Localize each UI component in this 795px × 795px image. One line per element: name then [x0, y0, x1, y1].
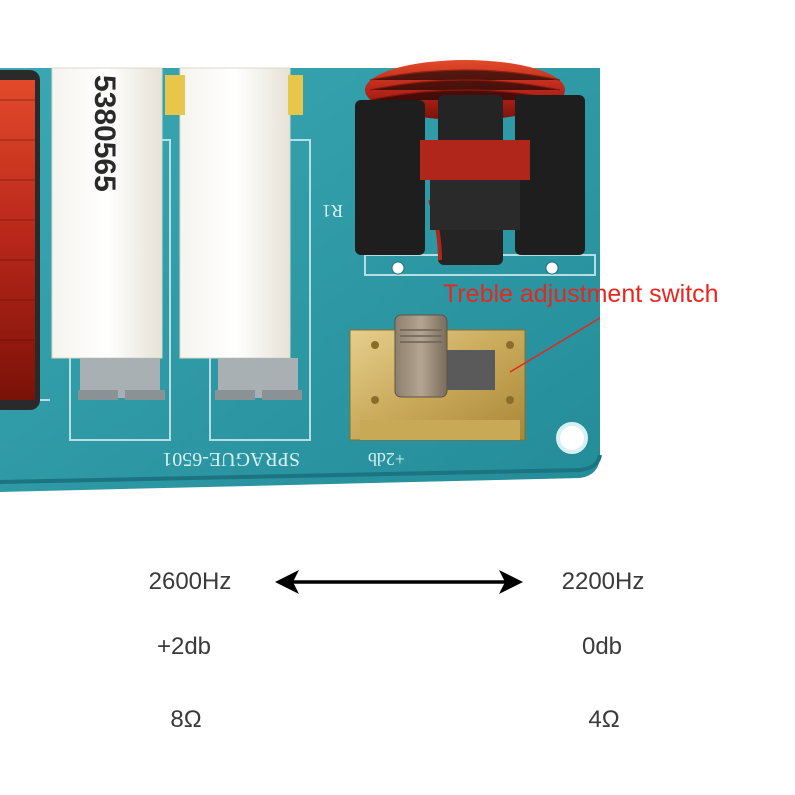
ceramic-resistor-1: 5380565	[51, 67, 165, 400]
right-impedance: 4Ω	[588, 706, 620, 733]
left-frequency: 2600Hz	[148, 568, 232, 595]
crossover-board-photo: 5380565 R1	[0, 60, 719, 492]
left-impedance: 8Ω	[170, 706, 202, 733]
ceramic-resistor-2	[179, 67, 302, 400]
sprague-silkscreen: SPRAGUE-6501	[162, 448, 300, 470]
right-gain: 0db	[581, 633, 623, 660]
resistor-marking: 5380565	[88, 75, 121, 192]
switch-knob	[394, 314, 448, 398]
right-frequency: 2200Hz	[561, 568, 645, 595]
inductor-coil-left	[0, 70, 40, 410]
left-gain: +2db	[156, 633, 212, 660]
switch-settings: 2600Hz 2200Hz +2db 0db 8Ω 4Ω	[0, 520, 795, 795]
inductor-coil-right	[355, 60, 585, 265]
treble-slide-switch	[349, 314, 526, 441]
r1-silkscreen: R1	[322, 201, 343, 221]
callout-leader-line	[509, 317, 601, 373]
switch-silkscreen: +2db	[368, 449, 405, 469]
double-arrow-icon	[275, 570, 523, 594]
callout-label: Treble adjustment switch	[443, 280, 719, 308]
